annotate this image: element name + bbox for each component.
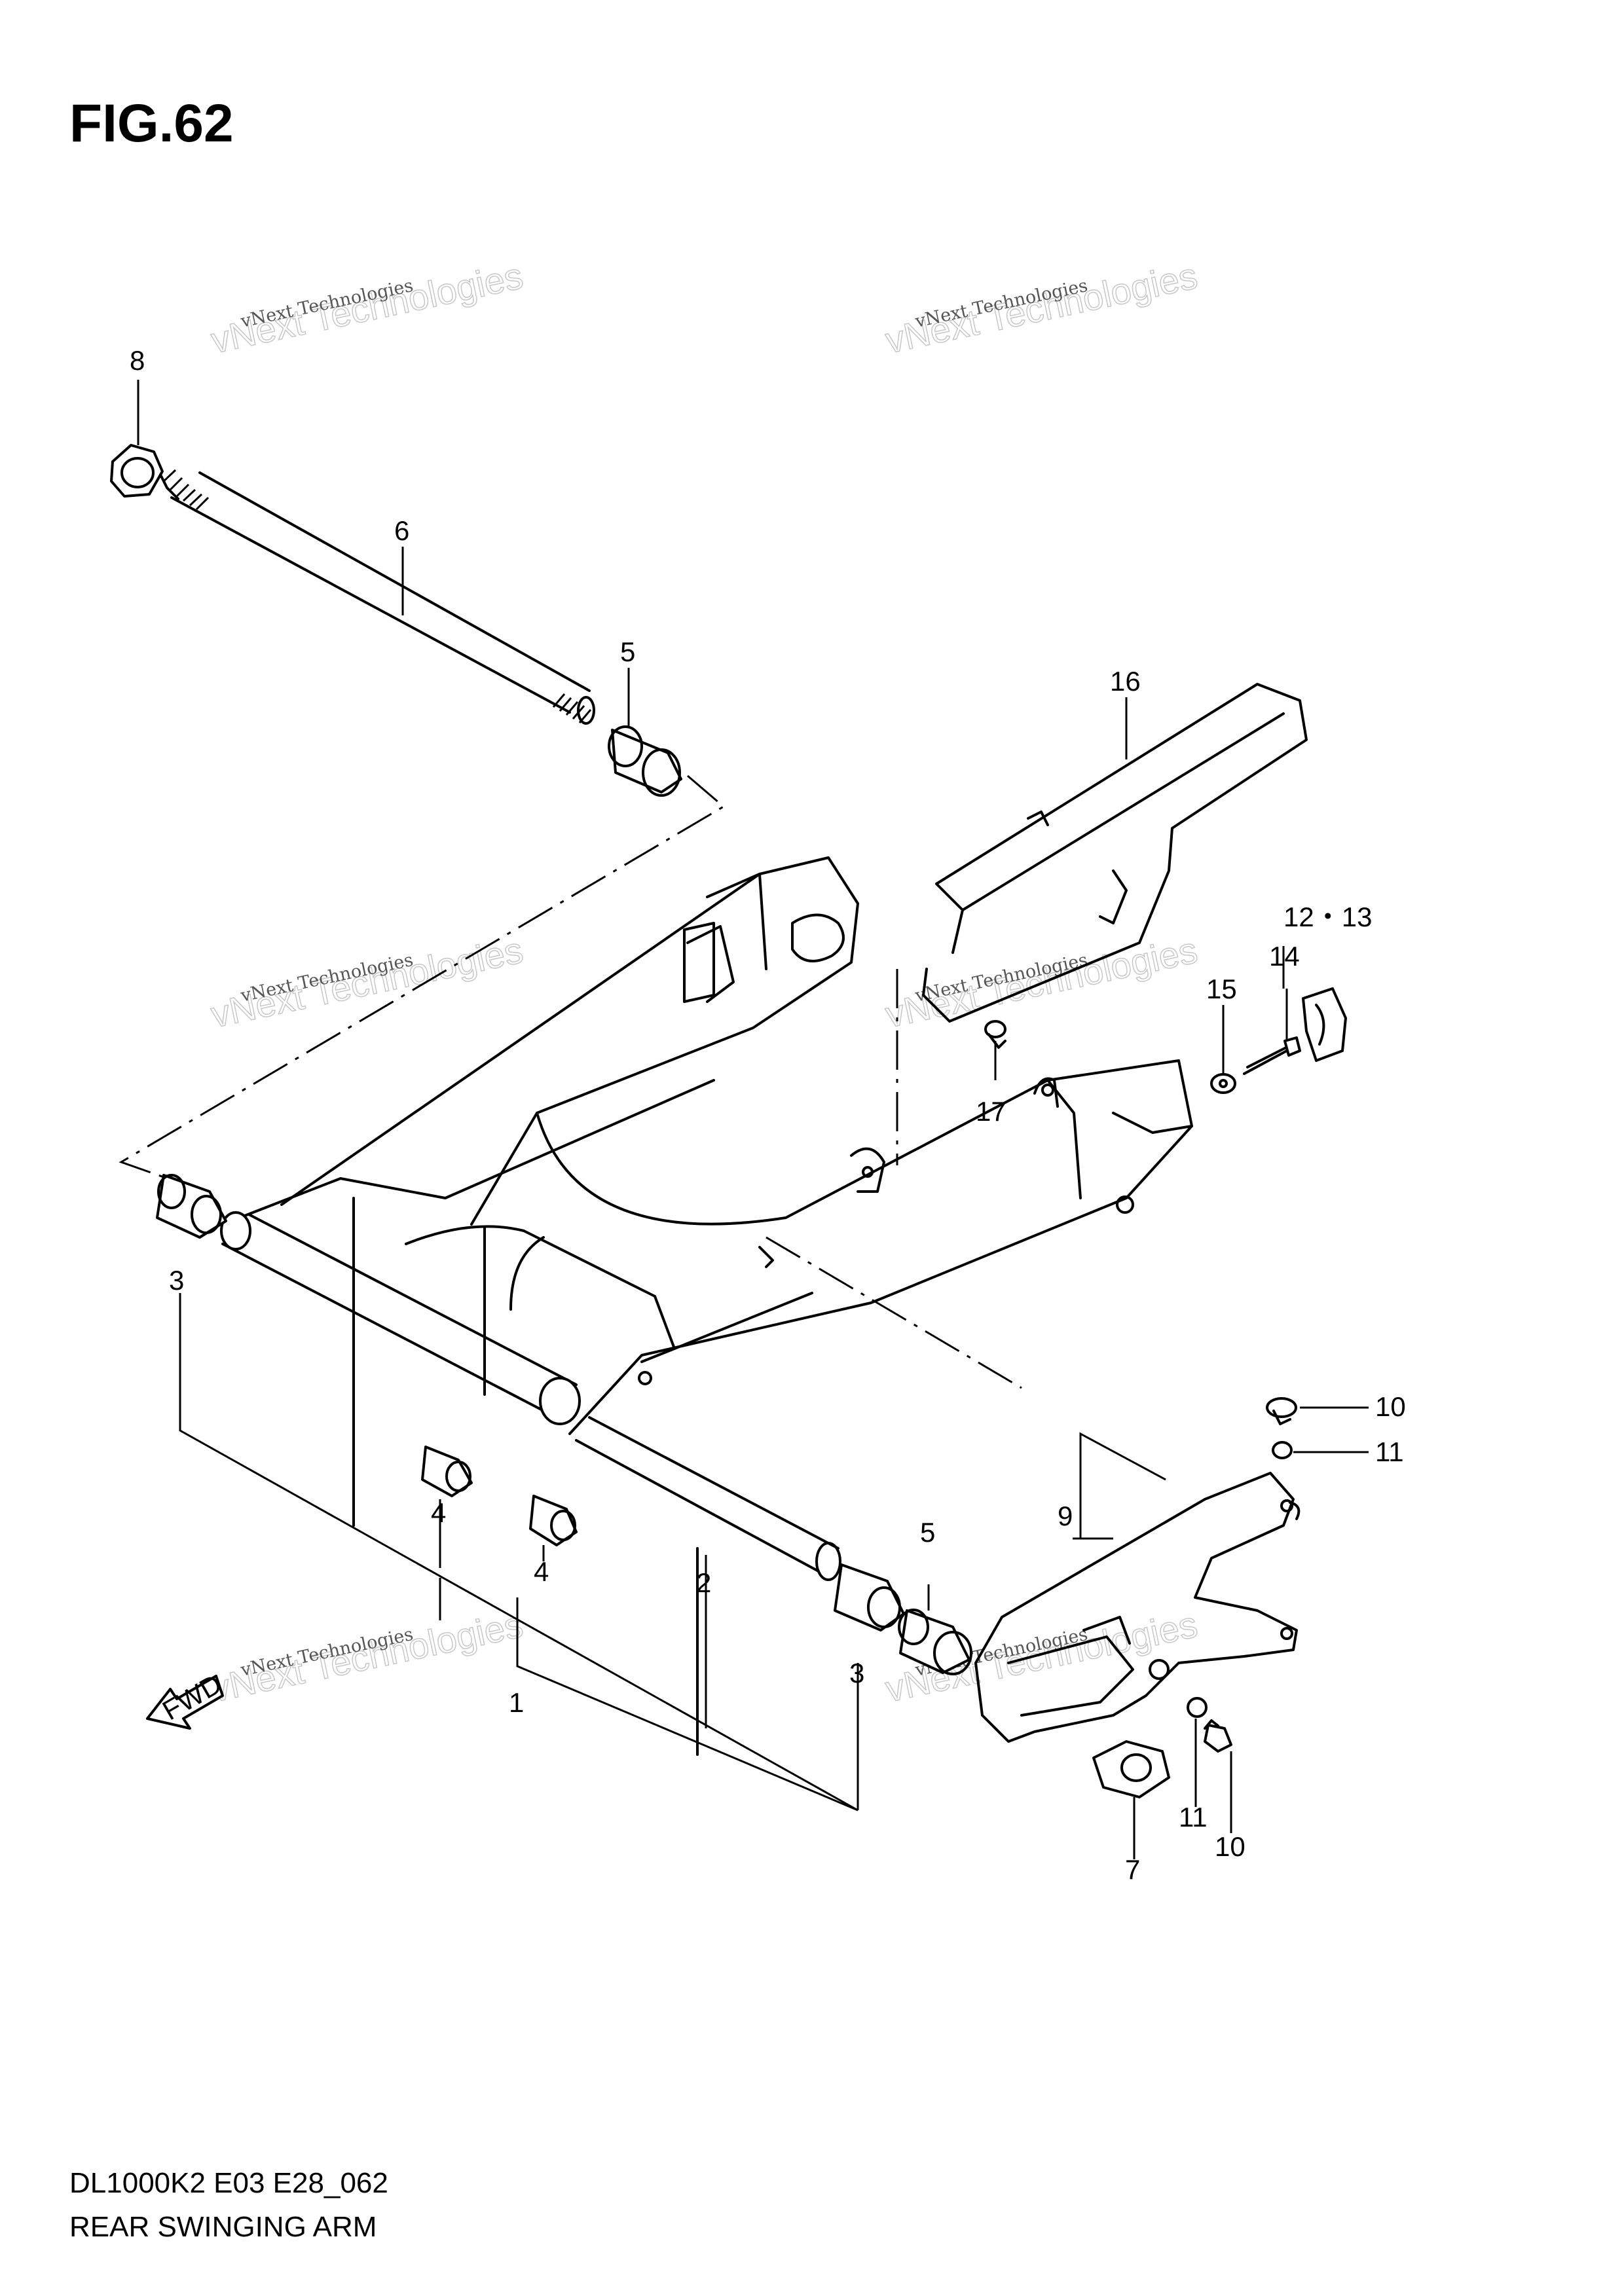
part-bearing-right — [834, 1563, 905, 1631]
leader-lines — [137, 380, 1369, 1859]
figure-title: FIG.62 — [69, 94, 234, 153]
callout-15: 15 — [1206, 974, 1237, 1004]
part-nut-12-13 — [1302, 987, 1347, 1062]
model-code: DL1000K2 E03 E28_062 — [69, 2167, 388, 2199]
callout-5-upper: 5 — [620, 636, 635, 667]
callout-3-left: 3 — [169, 1265, 184, 1296]
watermark: vNext Technologies vNext Technologies — [881, 928, 1202, 1036]
part-needle-bearing-upper — [421, 1446, 473, 1497]
callout-6: 6 — [394, 515, 409, 546]
callout-14: 14 — [1269, 941, 1300, 972]
callout-1: 1 — [509, 1687, 524, 1718]
shaft-thread-right — [552, 693, 595, 725]
callout-4-upper: 4 — [431, 1497, 446, 1528]
watermark: vNext Technologies vNext Technologies — [881, 254, 1202, 361]
callout-5-lower: 5 — [920, 1517, 935, 1548]
callout-10-lower: 10 — [1215, 1831, 1246, 1862]
callout-12-13: 12・13 — [1283, 902, 1372, 932]
callout-2: 2 — [696, 1567, 711, 1598]
part-bearing-left — [156, 1174, 227, 1239]
part-needle-bearing-lower — [529, 1495, 578, 1546]
part-chain-case — [922, 683, 1308, 1023]
part-bolt-17 — [984, 1020, 1006, 1049]
callout-10-upper: 10 — [1375, 1391, 1406, 1422]
callout-7: 7 — [1125, 1854, 1140, 1885]
part-bracket-9 — [974, 1472, 1301, 1743]
callout-16: 16 — [1110, 666, 1141, 697]
watermark-group: vNext Technologies vNext Technologies vN… — [207, 254, 1202, 1710]
figure-name: REAR SWINGING ARM — [69, 2211, 377, 2243]
part-bolt-10-lower — [1204, 1719, 1232, 1753]
fwd-arrow-icon: FWD — [146, 1668, 227, 1730]
part-collar-lower — [898, 1609, 972, 1675]
callout-11-lower: 11 — [1179, 1802, 1208, 1832]
part-bolt-10-upper — [1266, 1397, 1297, 1425]
callout-9: 9 — [1058, 1501, 1073, 1531]
callout-3-right: 3 — [849, 1658, 864, 1688]
callout-11-upper: 11 — [1375, 1436, 1404, 1467]
part-lock-nut — [110, 444, 164, 498]
part-washer-11-upper — [1272, 1441, 1293, 1459]
part-pivot-shaft — [159, 469, 595, 725]
watermark: vNext Technologies vNext Technologies — [207, 928, 527, 1036]
callout-17: 17 — [976, 1096, 1006, 1127]
part-nut-7 — [1092, 1740, 1170, 1798]
alignment-line-bracket — [766, 1236, 1022, 1389]
callout-8: 8 — [130, 345, 145, 376]
part-washer-15 — [1210, 1073, 1236, 1094]
callout-labels: 8 6 5 16 12・13 14 15 17 3 10 11 9 4 4 5 … — [130, 345, 1406, 1885]
watermark: vNext Technologies vNext Technologies — [207, 1603, 527, 1710]
alignment-line-shaft — [119, 774, 726, 1183]
shaft-thread-left — [159, 469, 210, 511]
part-collar-upper — [608, 725, 682, 797]
part-bolt-14 — [1243, 1036, 1301, 1075]
watermark: vNext Technologies vNext Technologies — [207, 254, 527, 361]
part-washer-11-lower — [1187, 1697, 1208, 1718]
callout-4-lower: 4 — [534, 1556, 549, 1587]
fwd-label: FWD — [157, 1668, 227, 1726]
